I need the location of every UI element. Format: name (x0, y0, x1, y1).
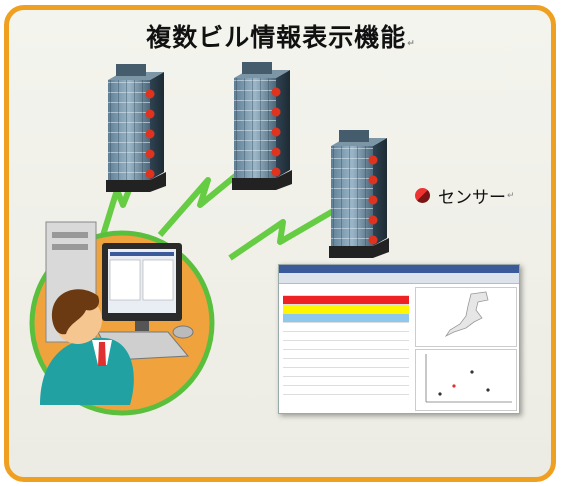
building-icon (232, 62, 292, 190)
plot-point (486, 388, 490, 392)
window-toolbar (279, 273, 519, 284)
table-row-alarm (283, 296, 409, 305)
network-link-icon (157, 157, 257, 237)
japan-map-panel (415, 287, 517, 347)
table-row (283, 368, 409, 377)
paragraph-mark: ↵ (407, 39, 416, 49)
table-row-selected (283, 314, 409, 323)
sensor-dot-icon (415, 188, 430, 203)
table-row (283, 350, 409, 359)
sensor-legend: センサー ↵ (415, 183, 515, 208)
plot-point (470, 370, 474, 374)
table-row (283, 287, 409, 296)
table-row (283, 332, 409, 341)
sensor-legend-label: センサー (438, 188, 506, 208)
plot-point (438, 392, 442, 396)
diagram-title: 複数ビル情報表示機能↵ (0, 18, 562, 54)
table-row (283, 377, 409, 386)
plot-point (452, 384, 456, 388)
table-row (283, 386, 409, 395)
table-row (283, 359, 409, 368)
table-row (283, 323, 409, 332)
table-row (283, 341, 409, 350)
table-row-warning (283, 305, 409, 314)
building-icon (106, 64, 166, 192)
scatter-plot-panel (415, 349, 517, 411)
person-icon (40, 289, 134, 405)
monitoring-software-screenshot (278, 264, 520, 414)
building-icon (329, 130, 389, 258)
title-text: 複数ビル情報表示機能 (146, 23, 407, 52)
building-status-table (283, 287, 409, 409)
network-link-icon (228, 207, 337, 261)
paragraph-mark: ↵ (507, 190, 515, 201)
window-titlebar (279, 265, 519, 273)
